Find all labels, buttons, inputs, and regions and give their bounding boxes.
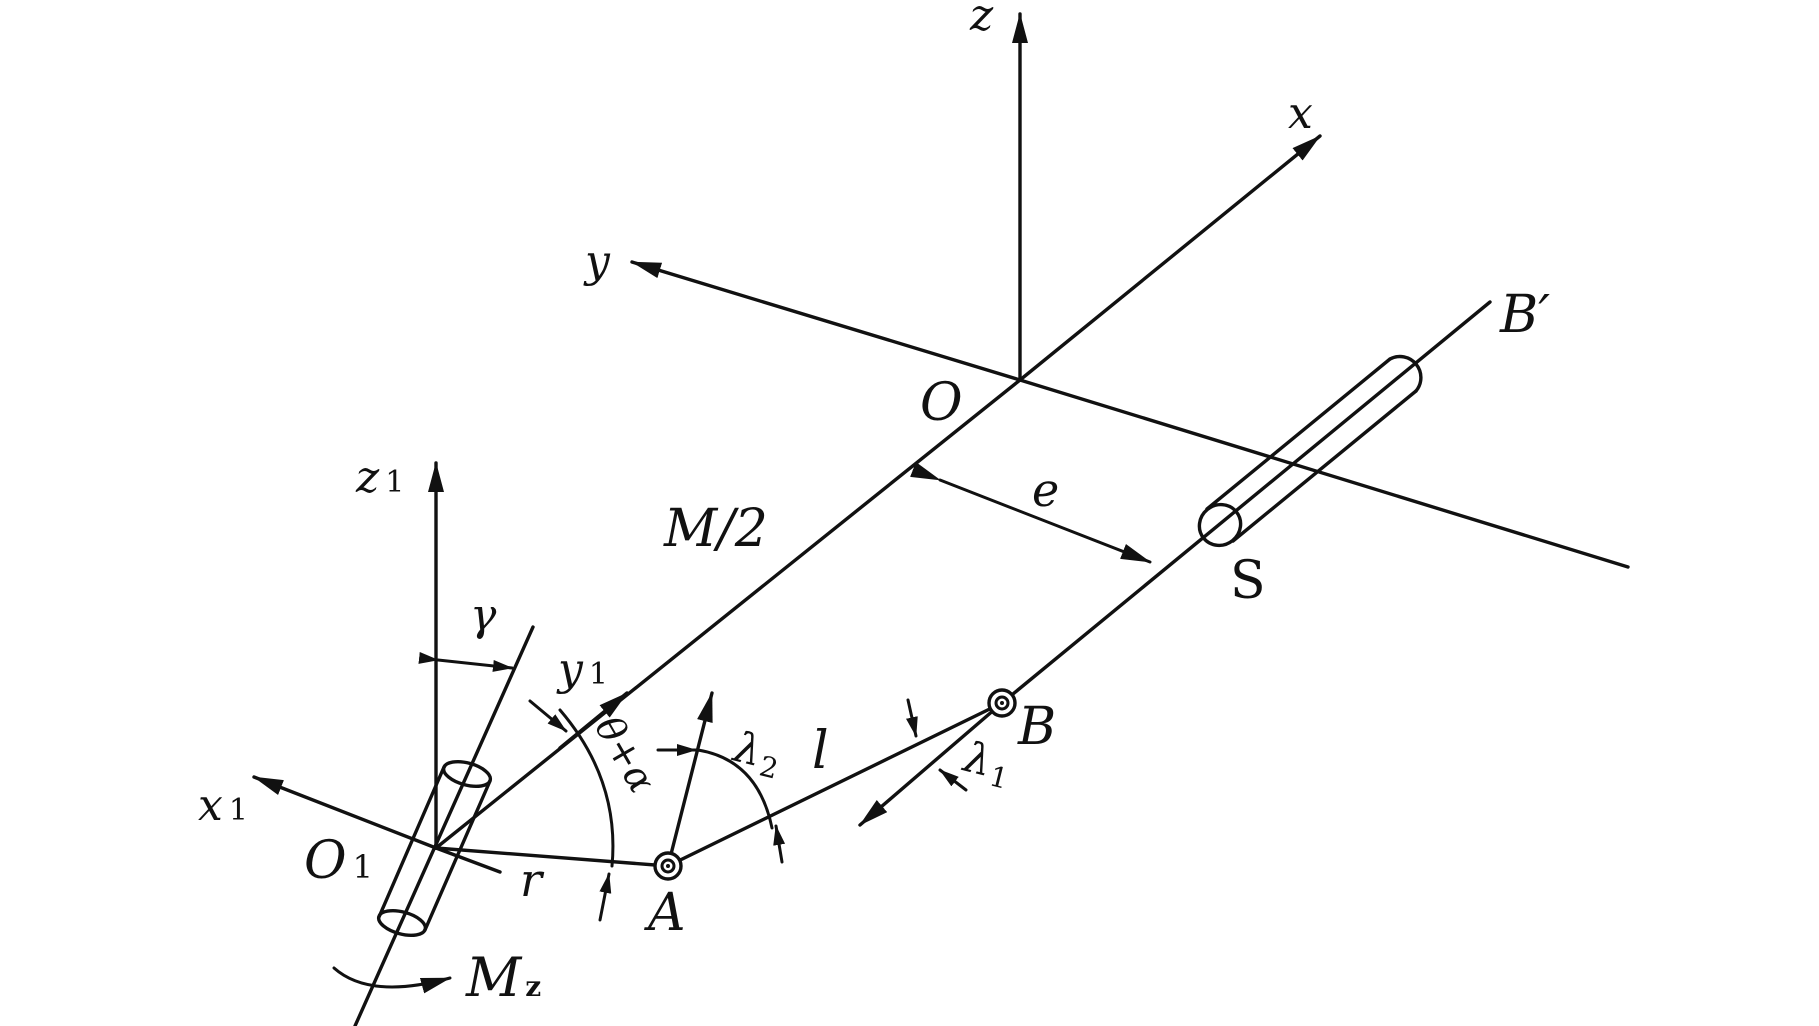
arrow-theta-alpha-bottom [598, 872, 612, 922]
line-B-Bprime [1000, 300, 1492, 705]
crank-r [434, 846, 670, 868]
x1-axis [252, 775, 438, 850]
label-S: S [1230, 551, 1266, 611]
arc-lambda2 [696, 748, 774, 830]
label-lambda1: λ1 [956, 732, 1016, 796]
joint-A [653, 851, 683, 881]
normal-at-B [858, 701, 1004, 827]
arc-theta-alpha [558, 708, 615, 868]
label-theta-alpha: θ+α [586, 709, 664, 801]
dimension-gamma [418, 651, 514, 672]
x-axis [1018, 134, 1322, 382]
arrow-theta-alpha-top [528, 699, 568, 733]
arrow-lambda1-top [906, 698, 918, 738]
label-M-half: M/2 [663, 499, 768, 559]
y1-axis-arrow [558, 691, 629, 750]
label-r: r [520, 853, 545, 907]
label-B-prime: B′ [1499, 285, 1550, 345]
label-x: x [1288, 88, 1313, 139]
y-axis [630, 260, 1022, 382]
label-z: z [969, 0, 994, 41]
label-y: y [583, 236, 611, 287]
label-gamma: γ [470, 590, 497, 641]
moment-Mz-arrow [332, 966, 452, 994]
dimension-e [910, 461, 1152, 564]
O1-extension [434, 846, 502, 874]
label-B: B [1017, 697, 1056, 757]
tilted-axle [353, 625, 535, 1026]
arrow-lambda1-bottom [938, 768, 968, 792]
shaft-cylinder-S [1197, 354, 1423, 548]
pivot-cylinder-O1 [376, 759, 493, 938]
label-e: e [1032, 463, 1059, 517]
normal-at-A [666, 691, 714, 868]
label-l: l [812, 721, 829, 781]
arrow-lambda2-bottom [773, 824, 786, 864]
center-line-M-half [434, 378, 1022, 850]
label-O: O [920, 373, 963, 433]
joint-B [987, 688, 1017, 718]
link-l [666, 701, 1004, 868]
label-lambda2: λ2 [726, 722, 786, 786]
y-axis-negative [1018, 378, 1630, 569]
label-A: A [644, 883, 686, 943]
